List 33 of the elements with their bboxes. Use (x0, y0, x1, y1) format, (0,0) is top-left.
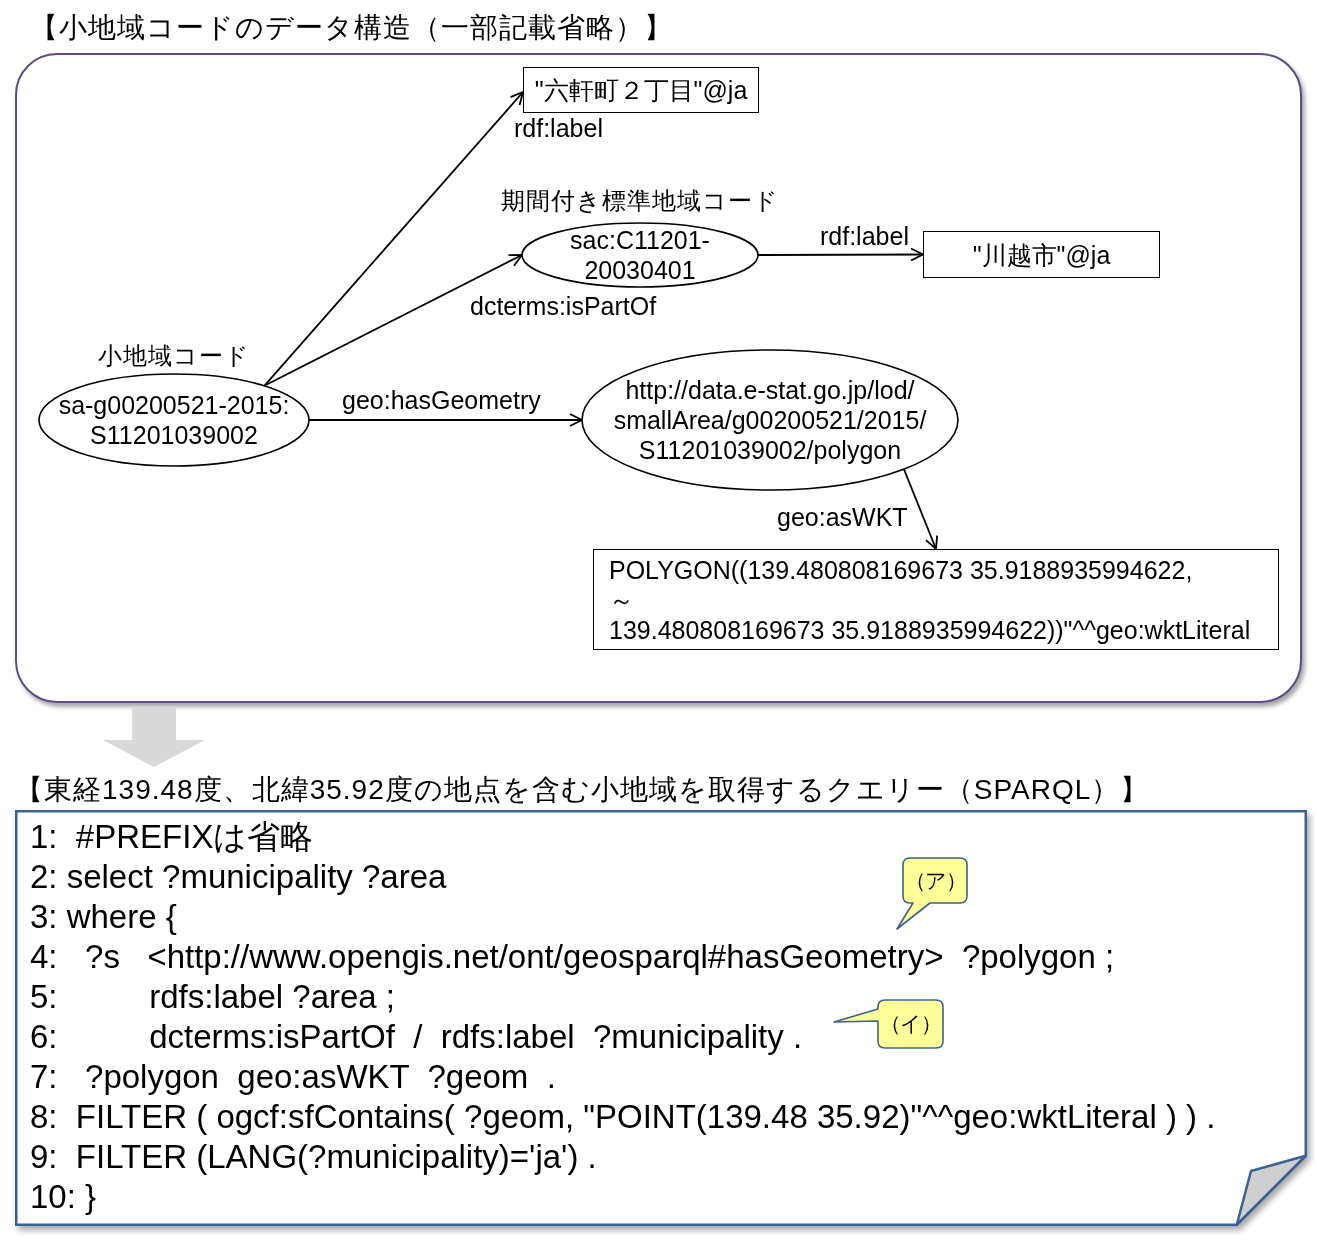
code-line: 3: where { (30, 897, 177, 937)
arrow (308, 413, 583, 427)
ellipse-node: sac:C11201- 20030401 (521, 222, 759, 288)
callout-bubble: （イ） (833, 999, 944, 1049)
edge-label: rdf:label (818, 223, 911, 249)
literal-line: POLYGON((139.480808169673 35.9188935994622, (609, 555, 1194, 585)
arrow (757, 247, 924, 262)
literal-box: "川越市"@ja (923, 231, 1160, 278)
section-heading: 【小地域コードのデータ構造（一部記載省略）】 (30, 11, 673, 45)
section-heading: 【東経139.48度、北緯35.92度の地点を含む小地域を取得するクエリー（SPARQL）】 (15, 773, 1150, 807)
node-caption: 期間付き標準地域コード (501, 186, 779, 216)
code-line: 1: #PREFIXは省略 (30, 817, 314, 857)
arrow (263, 254, 523, 387)
code-line: 7: ?polygon geo:asWKT ?geom . (30, 1057, 556, 1097)
literal-line: 139.480808169673 35.9188935994622))"^^geo:wktLiteral (609, 615, 1252, 645)
callout-bubble: （ア） (895, 857, 968, 930)
code-line: 10: } (30, 1177, 97, 1217)
ellipse-node: http://data.e-stat.go.jp/lod/ smallArea/g00200521/2015/ S11201039002/polygon (581, 349, 959, 491)
code-line: 6: dcterms:isPartOf / rdfs:label ?municipality . (30, 1017, 803, 1057)
edge-label: geo:hasGeometry (340, 387, 543, 413)
arrow (903, 468, 938, 550)
code-line: 5: rdfs:label ?area ; (30, 977, 395, 1017)
code-line: 2: select ?municipality ?area (30, 857, 447, 897)
code-line: 4: ?s <http://www.opengis.net/ont/geosparql#hasGeometry> ?polygon ; (30, 937, 1115, 977)
literal-line: ～ (609, 585, 635, 615)
ellipse-node: sa-g00200521-2015: S11201039002 (38, 373, 310, 467)
code-line: 9: FILTER (LANG(?municipality)='ja') . (30, 1137, 597, 1177)
literal-box: "六軒町２丁目"@ja (523, 67, 759, 113)
block-arrow (103, 708, 205, 767)
node-caption: 小地域コード (98, 341, 250, 371)
literal-box (593, 549, 1279, 650)
code-line: 8: FILTER ( ogcf:sfContains( ?geom, "POINT(139.48 35.92)"^^geo:wktLiteral ) ) . (30, 1097, 1216, 1137)
arrow (263, 91, 524, 387)
